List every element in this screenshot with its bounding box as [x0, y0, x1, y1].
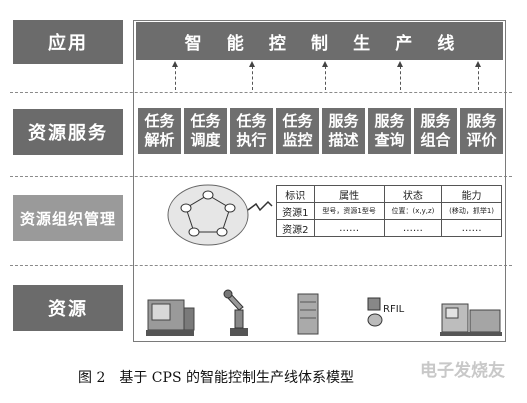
- arrow-up-5: [475, 61, 481, 90]
- node-2: [224, 203, 236, 213]
- table-cell-state: ……: [383, 219, 443, 237]
- layer-label-application: 应用: [13, 20, 123, 64]
- node-3: [216, 227, 228, 237]
- service-5-line2: 描述: [328, 131, 359, 149]
- node-1: [202, 190, 214, 200]
- robot-arm-icon: [223, 289, 248, 336]
- diagram-frame: [133, 20, 506, 342]
- table-header-cap: 能力: [441, 185, 502, 203]
- layer-label-application-text: 应用: [48, 33, 88, 54]
- table-header-id: 标识: [276, 185, 315, 203]
- app-char-7: 线: [437, 33, 455, 54]
- node-5: [180, 203, 192, 213]
- table-cell-cap: ……: [441, 219, 502, 237]
- service-3-line1: 任务: [236, 112, 267, 130]
- layer-label-resource-org: 资源组织管理: [13, 195, 123, 241]
- layer-label-resource-service: 资源服务: [13, 109, 123, 155]
- table-cell-attr: ……: [313, 219, 385, 237]
- separator-3: [10, 265, 512, 266]
- app-char-5: 生: [353, 33, 371, 54]
- arrow-up-3: [322, 61, 328, 90]
- table-cell-cap: (移动，抓举1): [441, 202, 502, 220]
- network-nodes: [180, 190, 236, 237]
- separator-2: [10, 176, 512, 177]
- production-line-icon: [440, 303, 502, 336]
- figure-caption: 图 2 基于 CPS 的智能控制生产线体系模型: [78, 370, 354, 386]
- arrow-up-1: [172, 61, 178, 90]
- service-7-line2: 组合: [420, 131, 451, 149]
- service-1-line1: 任务: [144, 112, 175, 130]
- table-cell-attr: 型号，资源1型号: [313, 202, 385, 220]
- service-5-line1: 服务: [328, 112, 359, 130]
- rfid-label: RFIL: [383, 304, 405, 315]
- service-box-4: 任务 监控: [276, 108, 319, 154]
- node-4: [188, 227, 200, 237]
- rfid-tag-icon: [367, 297, 383, 327]
- service-box-5: 服务 描述: [322, 108, 365, 154]
- service-8-line1: 服务: [466, 112, 497, 130]
- service-box-8: 服务 评价: [460, 108, 503, 154]
- table-cell-id: 资源2: [276, 219, 315, 237]
- table-header-attr: 属性: [313, 185, 385, 203]
- cabinet-icon: [297, 293, 319, 335]
- service-3-line2: 执行: [236, 131, 267, 149]
- layer-label-resource-text: 资源: [48, 299, 88, 320]
- watermark: 电子发烧友: [420, 361, 505, 381]
- application-bar: 智 能 控 制 生 产 线: [136, 22, 503, 60]
- table-header-state: 状态: [383, 185, 443, 203]
- network-topology: [167, 184, 273, 246]
- service-box-7: 服务 组合: [414, 108, 457, 154]
- service-2-line1: 任务: [190, 112, 221, 130]
- table-cell-id: 资源1: [276, 202, 315, 220]
- service-7-line1: 服务: [420, 112, 451, 130]
- service-box-1: 任务 解析: [138, 108, 181, 154]
- service-8-line2: 评价: [466, 131, 497, 149]
- service-6-line2: 查询: [374, 131, 405, 149]
- layer-label-resource-service-text: 资源服务: [28, 123, 108, 144]
- layer-label-resource: 资源: [13, 285, 123, 331]
- layer-label-resource-org-text: 资源组织管理: [19, 209, 116, 228]
- app-char-6: 产: [395, 33, 413, 54]
- table-header-row: 标识 属性 状态 能力: [276, 185, 502, 203]
- service-box-3: 任务 执行: [230, 108, 273, 154]
- arrow-up-2: [249, 61, 255, 90]
- service-2-line2: 调度: [190, 131, 221, 149]
- wireless-link: [247, 200, 273, 212]
- table-row: 资源2 …… …… ……: [276, 219, 502, 237]
- arrow-up-4: [397, 61, 403, 90]
- table-cell-state: 位置：(x,y,z): [383, 202, 443, 220]
- app-char-1: 智: [184, 33, 202, 54]
- app-char-3: 控: [268, 33, 286, 54]
- service-box-2: 任务 调度: [184, 108, 227, 154]
- app-char-2: 能: [226, 33, 244, 54]
- service-box-6: 服务 查询: [368, 108, 411, 154]
- cnc-machine-icon: [146, 299, 195, 336]
- service-1-line2: 解析: [144, 131, 175, 149]
- network-cloud: [167, 184, 249, 246]
- service-4-line1: 任务: [282, 112, 313, 130]
- app-char-4: 制: [310, 33, 328, 54]
- separator-1: [10, 92, 512, 93]
- service-4-line2: 监控: [282, 131, 313, 149]
- service-6-line1: 服务: [374, 112, 405, 130]
- table-row: 资源1 型号，资源1型号 位置：(x,y,z) (移动，抓举1): [276, 202, 502, 220]
- resource-table: 标识 属性 状态 能力 资源1 型号，资源1型号 位置：(x,y,z) (移动，…: [276, 185, 502, 237]
